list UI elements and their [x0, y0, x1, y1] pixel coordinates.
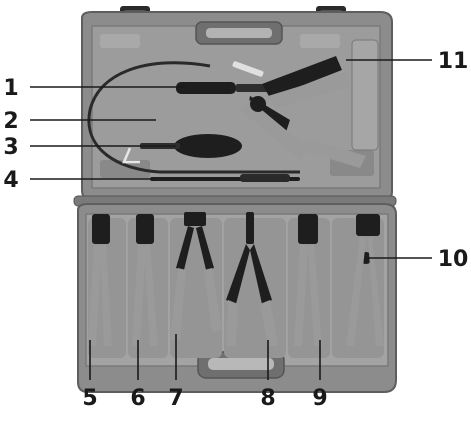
- tool-3-handle: [174, 134, 242, 158]
- tool-1-handle: [176, 82, 236, 94]
- tool-8-pliers: [226, 212, 278, 346]
- callout-8: 8: [260, 386, 275, 411]
- tool-5-pliers: [88, 214, 112, 346]
- tool-7-pliers: [170, 212, 222, 340]
- callout-3: 3: [3, 135, 18, 160]
- callout-7: 7: [168, 386, 183, 411]
- callout-1: 1: [3, 76, 18, 101]
- lid-tools: [87, 56, 366, 182]
- callout-numbers: 1 2 3 4 5 6 7 8 9 10 11: [3, 49, 468, 411]
- tool-10-pliers: [346, 214, 384, 346]
- tool-9-pliers: [294, 214, 322, 346]
- callout-2: 2: [3, 109, 18, 134]
- flexible-cable-tool: [87, 61, 300, 174]
- base-tools: [88, 212, 384, 346]
- callout-9: 9: [312, 386, 327, 411]
- callout-4: 4: [3, 168, 18, 193]
- tool-11-pliers: [232, 56, 366, 168]
- callout-5: 5: [82, 386, 97, 411]
- callout-10: 10: [438, 247, 469, 272]
- callout-6: 6: [130, 386, 145, 411]
- callout-11: 11: [438, 49, 469, 74]
- leader-lines: [30, 59, 432, 380]
- tool-6-pliers: [132, 214, 158, 346]
